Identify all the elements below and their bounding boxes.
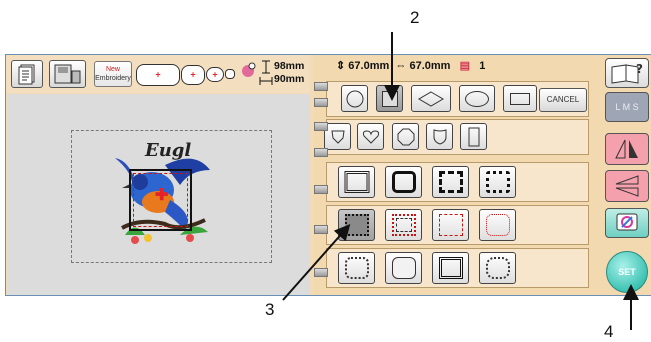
oval-shape-icon (465, 90, 489, 107)
stitch-filled-dotted-button[interactable] (338, 209, 375, 241)
frame-stitch-outline (133, 173, 188, 227)
scallop-frame-icon (485, 257, 510, 279)
file-list-icon (18, 64, 35, 85)
stitch-thick-button[interactable] (385, 166, 422, 198)
diamond-shape-icon (418, 90, 444, 107)
height-arrow-icon: ⇕ (336, 60, 346, 72)
new-embroidery-label-1: New (105, 66, 120, 73)
help-button[interactable]: ? (605, 58, 649, 88)
filled-dotted-frame-icon (344, 214, 369, 236)
mirror-horizontal-button[interactable] (605, 133, 649, 165)
circle-shape-icon (346, 90, 363, 107)
rounded-dotted-frame-icon (344, 257, 369, 279)
stitch-satin-button[interactable] (432, 252, 469, 284)
red-wavy-frame-icon (485, 214, 510, 236)
set-button[interactable]: SET (606, 251, 648, 293)
design-size-readout: 98mm 90mm (274, 60, 304, 86)
mirror-vertical-icon (615, 175, 639, 197)
callout-4: 4 (604, 322, 614, 341)
machine-icon (54, 64, 81, 84)
thick-frame-icon (391, 171, 416, 193)
width-arrow-icon: ⇔ (395, 60, 407, 72)
crest-shape-icon (433, 128, 446, 145)
svg-text:?: ? (636, 62, 643, 76)
bird-design-image (115, 158, 210, 244)
hoop-large-icon[interactable]: + (136, 64, 180, 86)
needle-position-icon (242, 62, 256, 77)
tall-rectangle-shape-icon (468, 127, 479, 146)
embroidery-area-outline (71, 130, 272, 263)
octagon-shape-icon (397, 128, 414, 145)
color-count: 1 (479, 60, 486, 72)
stitch-red-fine-button[interactable] (432, 209, 469, 241)
mirror-horizontal-icon (615, 139, 638, 159)
frame-outline (129, 169, 192, 231)
print-save-button[interactable] (49, 60, 86, 88)
mirror-vertical-button[interactable] (605, 170, 649, 202)
design-height: 98mm (274, 60, 305, 72)
side-button-column: ? L M S SET (601, 55, 651, 295)
shield-shape-icon (330, 130, 345, 144)
design-text: Eugl (145, 140, 192, 161)
file-list-button[interactable] (11, 60, 43, 88)
shape-shield-button[interactable] (324, 123, 351, 150)
stitch-scallop-button[interactable] (479, 252, 516, 284)
shape-square-button[interactable] (376, 85, 403, 112)
shape-crest-button[interactable] (426, 123, 453, 150)
help-book-icon: ? (611, 62, 643, 84)
stitch-double-line-button[interactable] (338, 166, 375, 198)
shape-circle-button[interactable] (341, 85, 368, 112)
stitch-red-wavy-button[interactable] (479, 209, 516, 241)
red-dotted-frame-icon (391, 214, 416, 236)
shape-tall-rectangle-button[interactable] (460, 123, 487, 150)
center-cross-icon: ✚ (155, 187, 169, 204)
double-line-frame-icon (344, 171, 369, 193)
stitch-rounded-plain-button[interactable] (385, 252, 422, 284)
stitch-rounded-dotted-button[interactable] (338, 252, 375, 284)
shape-octagon-button[interactable] (392, 123, 419, 150)
row-tab-1 (314, 82, 328, 91)
shape-rectangle-button[interactable] (503, 85, 537, 112)
row-tab-2 (314, 98, 328, 107)
size-arrows-icon (259, 60, 273, 85)
row-tab-6 (314, 225, 328, 234)
color-change-button[interactable] (605, 208, 649, 238)
rectangle-shape-icon (510, 92, 530, 105)
shape-oval-button[interactable] (459, 85, 495, 112)
row-tab-7 (314, 268, 328, 277)
row-tab-3 (314, 122, 328, 131)
square-shape-icon (381, 90, 398, 107)
edit-toolbar: New Embroidery + + + 98mm 90mm (6, 55, 310, 93)
dashed-frame-icon (438, 171, 463, 193)
new-embroidery-button[interactable]: New Embroidery (94, 61, 132, 87)
design-width: 90mm (274, 73, 305, 85)
lms-button[interactable]: L M S (605, 92, 649, 122)
callout-2: 2 (410, 8, 420, 27)
red-fine-frame-icon (438, 214, 463, 236)
stitch-zigzag-button[interactable] (479, 166, 516, 198)
stitch-red-dotted-button[interactable] (385, 209, 422, 241)
hoop-mini-icon[interactable] (225, 69, 235, 79)
thread-spool-icon: ▤ (459, 60, 471, 72)
new-embroidery-label-2: Embroidery (95, 75, 131, 82)
hoop-small-icon[interactable]: + (206, 67, 224, 82)
zigzag-frame-icon (485, 171, 510, 193)
frame-width-value: 67.0mm (409, 60, 451, 72)
satin-frame-icon (438, 257, 463, 279)
frame-size-header: ⇕ 67.0mm ⇔ 67.0mm ▤ 1 (336, 59, 485, 72)
row-tab-5 (314, 185, 328, 194)
cancel-button[interactable]: CANCEL (539, 88, 587, 112)
frame-height-value: 67.0mm (348, 60, 390, 72)
shape-diamond-button[interactable] (411, 85, 451, 112)
stitch-triple-dashed-button[interactable] (432, 166, 469, 198)
callout-3: 3 (265, 300, 275, 319)
hoop-medium-icon[interactable]: + (181, 65, 205, 85)
heart-shape-icon (362, 129, 379, 144)
frame-pattern-panel: ⇕ 67.0mm ⇔ 67.0mm ▤ 1 CANCEL (314, 55, 601, 295)
row-tab-4 (314, 148, 328, 157)
shape-heart-button[interactable] (357, 123, 384, 150)
rounded-plain-frame-icon (391, 257, 416, 279)
color-palette-icon (616, 213, 638, 231)
